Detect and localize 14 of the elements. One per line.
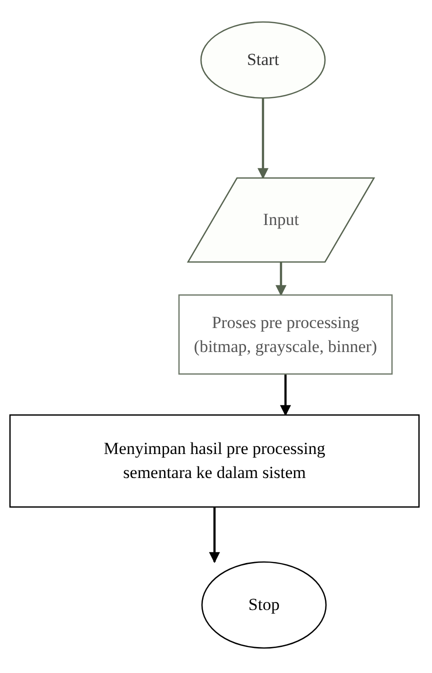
- stop-ellipse: [202, 562, 326, 648]
- arrow: [280, 374, 291, 416]
- process-box: [179, 295, 392, 374]
- node-label: Stop: [247, 594, 281, 616]
- arrow: [276, 262, 286, 296]
- process-box: [10, 415, 419, 507]
- arrow: [209, 507, 220, 564]
- start-ellipse: [201, 22, 325, 98]
- node-label: Menyimpan hasil pre processing sementara ke dalam sistem: [102, 438, 326, 484]
- node-label: Proses pre processing (bitmap, grayscale, binner): [192, 312, 378, 358]
- input-parallelogram: [188, 178, 374, 262]
- node-label: Input: [262, 209, 300, 231]
- node-label: Start: [246, 49, 280, 71]
- arrow: [258, 98, 268, 180]
